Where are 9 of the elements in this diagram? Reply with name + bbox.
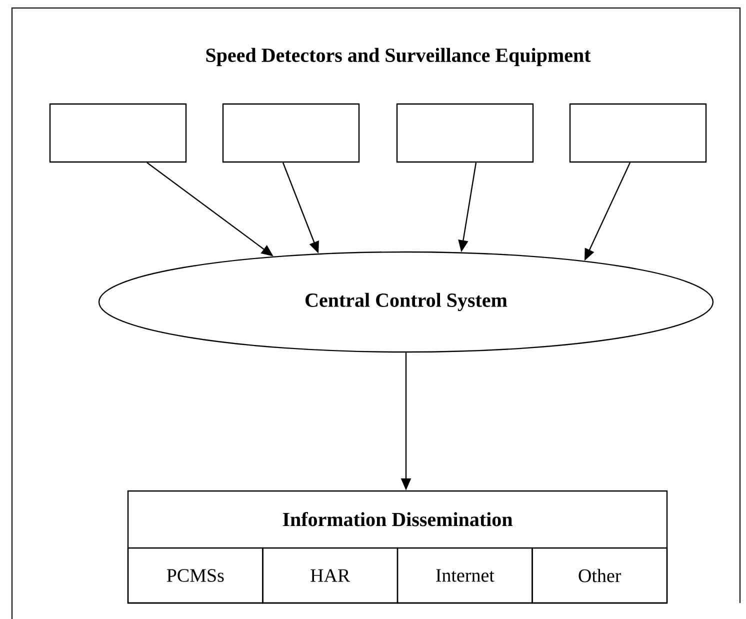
table-cell: PCMSs bbox=[127, 547, 264, 604]
table-cell: Internet bbox=[396, 547, 533, 604]
table-cell: HAR bbox=[262, 547, 398, 604]
empty-box bbox=[569, 103, 707, 163]
table-cell: Other bbox=[532, 547, 668, 604]
empty-box bbox=[49, 103, 187, 163]
empty-box bbox=[222, 103, 360, 163]
empty-box bbox=[396, 103, 534, 163]
title: Speed Detectors and Surveillance Equipment bbox=[206, 48, 591, 66]
